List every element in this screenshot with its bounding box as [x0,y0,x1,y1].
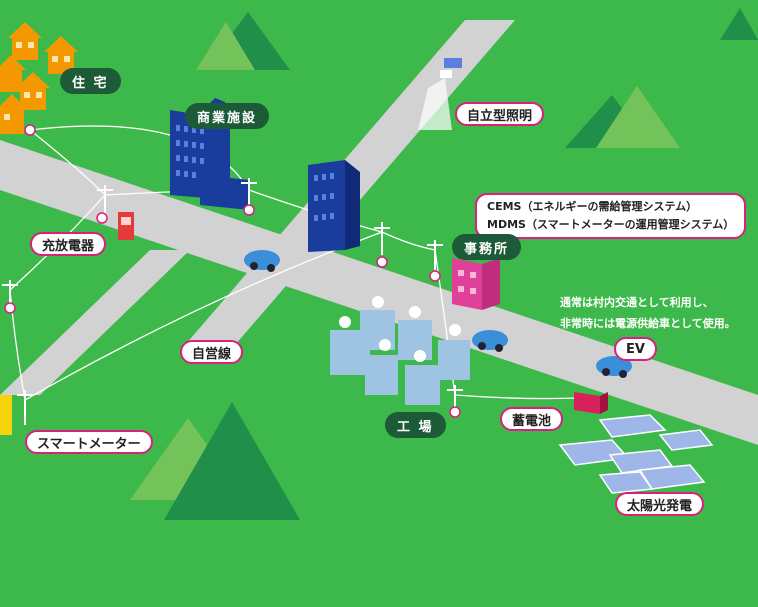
private-line-label: 自営線 [180,340,244,364]
charger-label: 充放電器 [30,232,107,256]
cems-label: CEMS（エネルギーの需給管理システム） [487,200,698,213]
cems-mdms-box: CEMS（エネルギーの需給管理システム） MDMS（スマートメーターの運用管理シ… [475,193,747,239]
ev-note-line-1: 通常は村内交通として利用し、 [560,296,714,309]
smart-meters [4,124,461,418]
ev-note-line-2: 非常時には電源供給車として使用。 [560,317,736,330]
battery-label: 蓄電池 [500,407,564,431]
ev-cars [244,250,632,378]
battery-unit [574,392,608,414]
solar-label: 太陽光発電 [615,492,705,516]
commercial-building [170,98,250,210]
streetlight-unit [418,58,462,130]
factory-label: 工 場 [385,412,446,438]
houses [0,22,78,134]
charger-unit [118,212,134,240]
mountains [130,8,758,520]
commercial-label: 商業施設 [185,103,270,129]
office-building [452,258,500,310]
housing-label: 住 宅 [60,68,121,94]
office-tower [308,160,360,252]
office-label: 事務所 [452,234,522,260]
streetlight-label: 自立型照明 [455,102,545,126]
mdms-label: MDMS（スマートメーターの運用管理システム） [487,218,735,231]
smart-meter-label: スマートメーター [25,430,153,454]
factories [330,296,470,405]
yellow-house [0,395,12,435]
solar-panels [558,414,714,494]
utility-poles [2,178,463,425]
ev-label: EV [614,337,657,361]
ev-note: 通常は村内交通として利用し、 非常時には電源供給車として使用。 [560,292,736,334]
